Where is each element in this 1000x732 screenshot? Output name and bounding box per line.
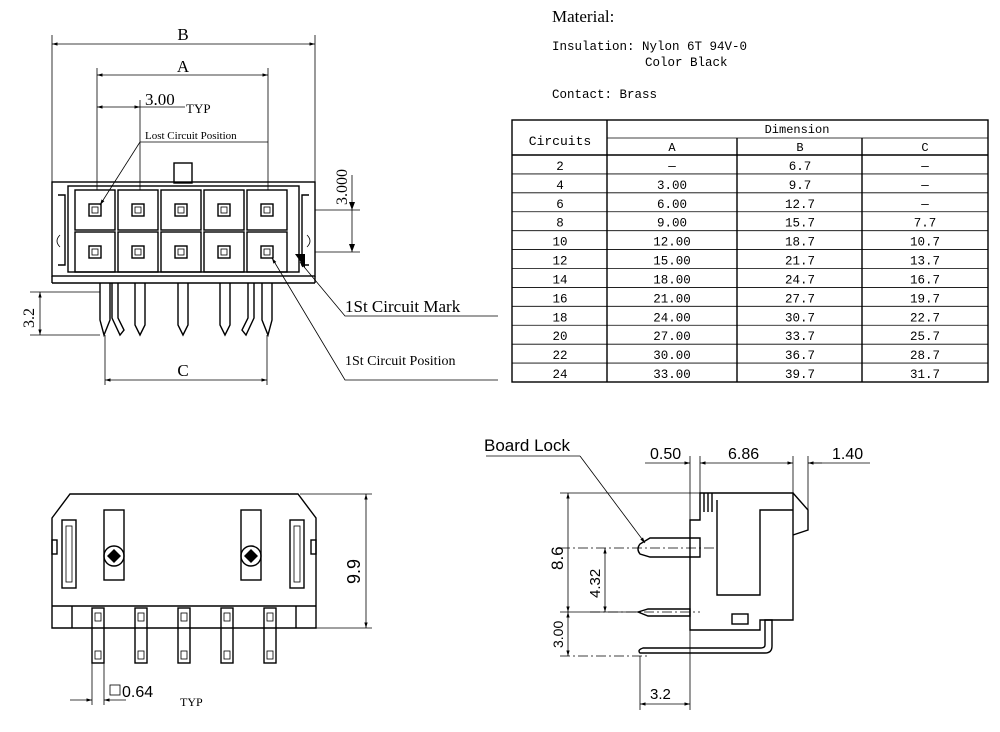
table-cell: 6.7 (789, 160, 812, 174)
front-view: 9.9 0.64 TYP (51, 493, 372, 709)
table-cell: 30.7 (785, 311, 815, 325)
table-cell: 28.7 (910, 349, 940, 363)
table-cell: 8 (556, 217, 564, 231)
table-cell: 19.7 (910, 292, 940, 306)
table-cell: 12 (552, 255, 567, 269)
table-cell: 22.7 (910, 311, 940, 325)
dim-row-label: 3.000 (334, 169, 351, 205)
board-lock-label: Board Lock (484, 436, 570, 455)
table-cell: 31.7 (910, 368, 940, 382)
table-cell: 39.7 (785, 368, 815, 382)
table-cell: 9.7 (789, 179, 812, 193)
table-cell: 15.7 (785, 217, 815, 231)
table-cell: 18.7 (785, 236, 815, 250)
table-cell: 13.7 (910, 255, 940, 269)
th-c: C (921, 141, 928, 155)
dim-pin-label: 0.64 (122, 684, 153, 701)
th-dimension: Dimension (765, 123, 830, 137)
dim-pitch-label: 3.00 (145, 90, 175, 109)
side-view: Board Lock 0.50 6.86 1.40 8.6 4.32 3.00 … (484, 436, 870, 710)
material-title: Material: (552, 7, 614, 26)
table-cell: 24.7 (785, 273, 815, 287)
table-cell: — (920, 179, 929, 193)
dim-pitch-typ: TYP (186, 101, 211, 116)
dim-686-label: 6.86 (728, 446, 759, 463)
dim-32-label: 3.2 (650, 686, 671, 703)
dim-b-label: B (177, 25, 188, 44)
th-a: A (668, 141, 676, 155)
dim-a-label: A (177, 57, 190, 76)
front-pins (91, 607, 277, 664)
table-cell: 20 (552, 330, 567, 344)
table-cell: 4 (556, 179, 564, 193)
material-contact: Contact: Brass (552, 88, 657, 102)
table-cell: 16.7 (910, 273, 940, 287)
table-cell: 27.7 (785, 292, 815, 306)
table-cell: 6 (556, 198, 564, 212)
dim-c-label: C (177, 361, 188, 380)
table-cell: 33.7 (785, 330, 815, 344)
pin-row (52, 282, 315, 338)
table-cell: 18.00 (653, 273, 691, 287)
table-cell: 14 (552, 273, 567, 287)
table-cell: 30.00 (653, 349, 691, 363)
table-cell: 3.00 (657, 179, 687, 193)
dim-432-label: 4.32 (587, 569, 604, 598)
first-circuit-mark-label: 1St Circuit Mark (345, 297, 461, 316)
dim-height-label: 3.2 (21, 308, 38, 328)
dim-050-label: 0.50 (650, 446, 681, 463)
table-cell: 15.00 (653, 255, 691, 269)
table-cell: 18 (552, 311, 567, 325)
th-circuits: Circuits (529, 134, 591, 149)
material-insulation: Insulation: Nylon 6T 94V-0 (552, 40, 747, 54)
table-cell: 24 (552, 368, 567, 382)
table-cell: 10.7 (910, 236, 940, 250)
table-cell: 22 (552, 349, 567, 363)
th-b: B (796, 141, 803, 155)
cavity-grid (74, 189, 288, 273)
table-cell: 27.00 (653, 330, 691, 344)
table-cell: — (667, 160, 676, 174)
material-notes: Material: Insulation: Nylon 6T 94V-0 Col… (552, 7, 747, 102)
table-cell: 2 (556, 160, 564, 174)
table-cell: 9.00 (657, 217, 687, 231)
table-cell: 6.00 (657, 198, 687, 212)
table-cell: 21.7 (785, 255, 815, 269)
material-color: Color Black (645, 56, 728, 70)
table-cell: 10 (552, 236, 567, 250)
table-cell: 21.00 (653, 292, 691, 306)
table-cell: 25.7 (910, 330, 940, 344)
lost-circuit-label: Lost Circuit Position (145, 130, 237, 142)
table-body: 2 — 6.7 — 4 3.00 9.7 — 6 6.00 12.7 — 8 9.00 15.7 7.7 10 1… (512, 160, 988, 382)
dim-height-front-label: 9.9 (344, 559, 364, 584)
top-view: B A 3.00 TYP Lost Circuit Position (21, 25, 498, 385)
dim-86-label: 8.6 (548, 546, 567, 570)
dim-pin-typ: TYP (180, 695, 203, 709)
table-cell: 16 (552, 292, 567, 306)
table-cell: — (920, 198, 929, 212)
table-cell: 24.00 (653, 311, 691, 325)
dimension-table: Circuits Dimension A B C 2 — 6.7 — 4 3.00 9.7 —… (511, 119, 989, 383)
table-cell: 12.7 (785, 198, 815, 212)
dim-140-label: 1.40 (832, 446, 863, 463)
table-cell: — (920, 160, 929, 174)
first-circuit-position-label: 1St Circuit Position (345, 354, 455, 369)
dim-300-label: 3.00 (550, 621, 566, 648)
table-cell: 7.7 (914, 217, 937, 231)
table-cell: 36.7 (785, 349, 815, 363)
table-cell: 33.00 (653, 368, 691, 382)
table-cell: 12.00 (653, 236, 691, 250)
